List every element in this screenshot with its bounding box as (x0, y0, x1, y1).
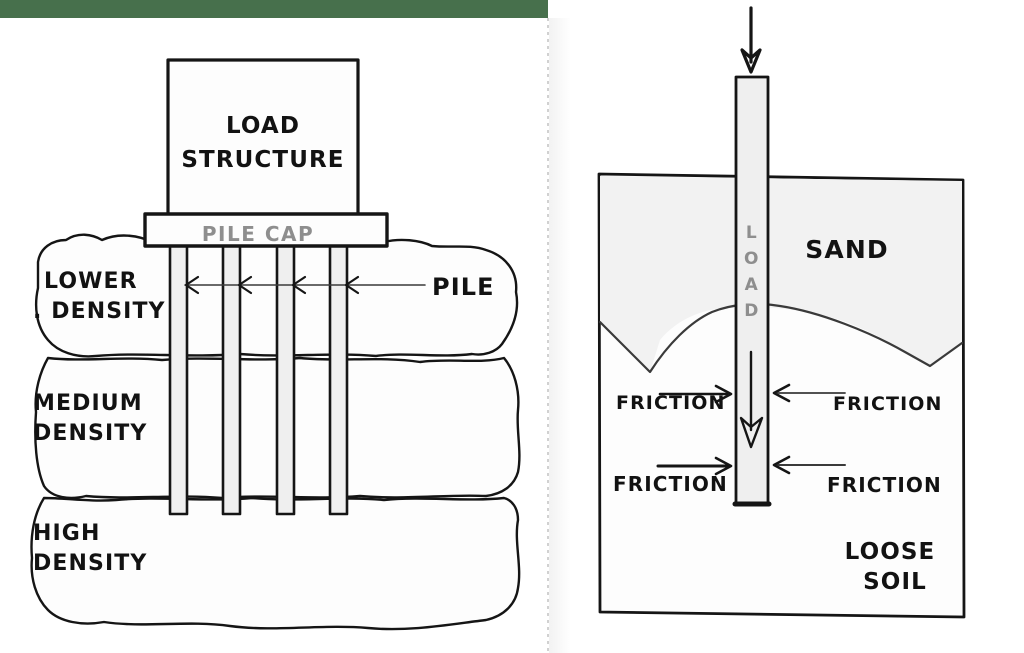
load-structure-label-line2: STRUCTURE (181, 147, 344, 173)
top-accent-bar (0, 0, 548, 18)
loose-soil-label-line2: SOIL (863, 569, 927, 595)
svg-text:O: O (744, 249, 760, 269)
medium-density-label-line1: MEDIUM (33, 391, 143, 416)
lower-density-label-line1: LOWER (44, 269, 138, 294)
friction-label-lower-right: FRICTION (827, 473, 942, 497)
friction-arrow-lower-right (772, 455, 846, 475)
friction-label-upper-right: FRICTION (833, 393, 943, 415)
svg-text:L: L (746, 223, 758, 243)
pile-leader-line (184, 275, 426, 295)
friction-label-upper-left: FRICTION (616, 392, 726, 414)
friction-label-lower-left: FRICTION (613, 472, 728, 496)
high-density-label-line1: HIGH (33, 521, 100, 546)
friction-arrow-lower-left (656, 456, 733, 476)
pile-group (168, 234, 349, 516)
load-text-vertical: L O A D (744, 223, 760, 321)
right-diagram-group: L O A D SAND FRICTION FRICTION FRICTION … (597, 6, 966, 619)
pile-2 (221, 234, 242, 516)
high-density-label-line2: DENSITY (33, 551, 147, 576)
lower-density-label-line2: . DENSITY (33, 299, 166, 324)
svg-text:D: D (744, 301, 760, 321)
load-structure-label-line1: LOAD (226, 113, 300, 139)
high-density-soil-outline (30, 496, 521, 631)
pile-3 (275, 234, 296, 516)
panel-gutter-shade (549, 18, 571, 653)
load-arrow (740, 6, 762, 74)
panel-divider-dotted-line (547, 18, 549, 653)
load-structure-box (166, 58, 360, 217)
sand-label: SAND (805, 235, 888, 264)
friction-arrow-upper-left (658, 384, 733, 404)
svg-text:A: A (745, 275, 760, 295)
friction-arrow-upper-right (772, 383, 846, 403)
sand-region (600, 176, 962, 372)
internal-load-arrow (739, 350, 764, 449)
medium-density-label-line2: DENSITY (33, 421, 147, 446)
left-diagram-group: LOAD STRUCTURE PILE CAP PILE LOWER . DEN… (30, 58, 521, 631)
pile-4 (328, 234, 349, 516)
loose-soil-label-line1: LOOSE (845, 539, 936, 565)
pile-1 (168, 234, 189, 516)
pile-label: PILE (432, 273, 495, 301)
pile-cap-label: PILE CAP (202, 222, 314, 246)
pile-cap-box (143, 212, 389, 248)
